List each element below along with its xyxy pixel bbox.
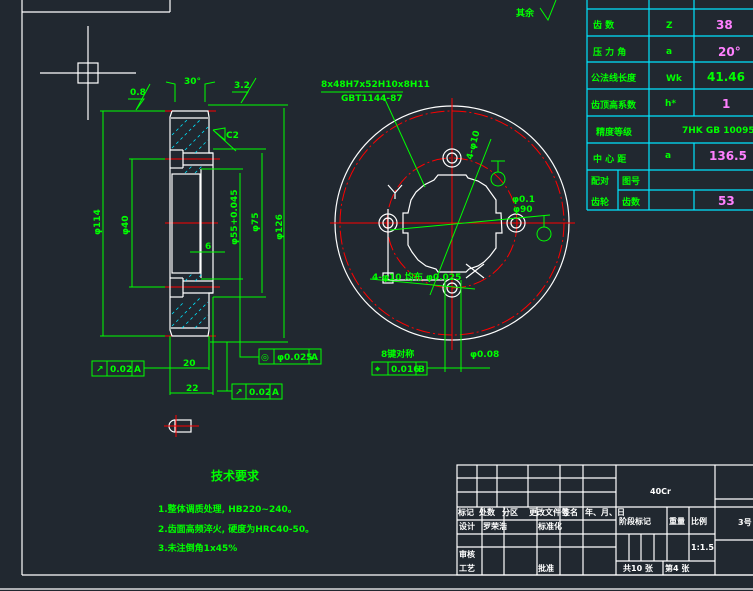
label-params_table-rows-3-name: 齿顶高系数 [591,99,637,111]
roughness-0-8: 0.8 [130,88,146,98]
label-side_view-tol3-datum: A [311,353,318,363]
label-side_view-tol2-symbol: ↗ [235,388,243,398]
label-title_block-approve: 批准 [538,563,554,573]
label-title_block-sheets_total: 共10 张 [623,563,654,573]
holes-label: 4-φ10 [465,130,482,161]
dim-chamfer-c2: C2 [226,131,239,141]
label-params_table-rows-1-value: 20° [718,45,741,59]
label-tech_req-items-0: 1.整体调质处理, HB220~240。 [158,503,297,515]
label-tech_req-items-1: 2.齿面高频淬火, 硬度为HRC40-50。 [158,523,314,535]
dim-d126: φ126 [275,214,285,240]
label-front_view-tol-symbol: ⌖ [374,365,381,375]
label-params_table-rows-1-name: 压 力 角 [593,46,626,58]
key-symmetric-label: 8键对称 [381,348,414,360]
label-title_block-headers-1: 处数 [478,507,496,517]
drawing-title: 3号 [738,518,752,527]
label-tech_req-items-2: 3.未注倒角1x45% [158,542,237,554]
concentricity-tolerance-frame: ◎ φ0.025 A [239,275,322,365]
label-title_block-sheet_no: 第4 张 [665,563,690,573]
dim-d55: φ55+0.045 [230,189,240,245]
dim-width-22: 22 [186,384,199,394]
roughness-3-2: 3.2 [234,81,250,91]
label-params_table-pair_teeth: 53 [718,194,735,208]
label-side_view-tol3-value: φ0.025 [277,353,313,363]
label-params_table-rows-5-name: 中 心 距 [593,153,626,165]
label-params_table-rows-1-symbol: a [666,47,672,57]
scale-value: 1:1.5 [691,543,714,552]
label-params_table-rows-4-value: 7HK GB 10095- [682,126,753,136]
technical-requirements: 技术要求 1.整体调质处理, HB220~240。 2.齿面高频淬火, 硬度为H… [158,468,314,554]
label-title_block-design: 设计 [459,521,475,531]
dim-keyway-6: 6 [205,242,211,252]
label-surface_finish-rest_label: 其余 [516,7,535,19]
label-params_table-rows-4-name: 精度等级 [596,126,633,138]
gear-parameter-table: 齿 数 Z 38 压 力 角 a 20° 公法线长度 Wk 41.46 齿顶高系… [586,0,753,211]
label-title_block-weight: 重量 [669,516,685,526]
pitch-circle-dia: φ90 [513,205,533,215]
title-block: 40Cr 3号 标记 处数 分区 更改文件号 签名 年、月、日 设计 罗荣浩 标… [456,464,753,576]
runout-tolerance-frame-2: ↗ 0.02 A [217,342,283,400]
flatness-value: φ0.08 [470,350,499,360]
dim-d40: φ40 [121,215,131,235]
label-side_view-tol1-symbol: ↗ [96,365,104,375]
label-side_view-tol2-value: 0.02 [249,388,271,398]
label-title_block-designer: 罗荣浩 [483,521,507,531]
runout-tolerance-frame-1: ↗ 0.02 A [91,360,170,377]
spline-standard: GBT1144-87 [341,94,403,104]
label-side_view-tol1-value: 0.02 [110,365,132,375]
material: 40Cr [650,487,671,496]
label-params_table-pair_label2: 齿轮 [591,196,609,208]
label-params_table-rows-2-value: 41.46 [707,70,745,84]
tech-req-title: 技术要求 [211,468,260,483]
label-params_table-drawing_no: 图号 [622,176,640,187]
label-front_view-tol-datum: B [418,365,425,375]
label-title_block-headers-0: 标记 [457,507,474,517]
label-title_block-headers-2: 分区 [502,507,518,517]
label-title_block-stage: 阶段标记 [619,516,651,526]
label-params_table-rows-2-symbol: Wk [666,74,683,84]
label-front_view-tol-value: 0.016 [391,365,419,375]
label-title_block-standard: 标准化 [537,521,562,531]
gear-front-view: 8x48H7x52H10x8H11 GBT1144-87 4-φ10 φ0.1 … [321,80,575,376]
label-params_table-rows-5-value: 136.5 [709,149,747,163]
label-surface_finish-chamfer_angle: 30° [184,77,201,87]
label-params_table-rows-0-symbol: Z [666,21,673,31]
position-tolerance: φ0.1 [512,195,535,205]
label-side_view-tol1-datum: A [134,365,141,375]
label-params_table-teeth: 齿数 [622,196,641,208]
crosshair-cursor [40,26,136,120]
label-params_table-rows-2-name: 公法线长度 [591,72,637,84]
label-side_view-tol2-datum: A [272,388,279,398]
surface-finish-rest: 其余 [516,0,557,22]
label-title_block-scale_label: 比例 [691,516,707,526]
label-params_table-rows-5-symbol: a [665,151,671,161]
spline-note: 8x48H7x52H10x8H11 [321,80,430,90]
key-detail [164,415,199,437]
label-params_table-rows-0-name: 齿 数 [593,19,615,31]
dim-d75: φ75 [251,212,261,232]
dim-d114: φ114 [93,209,103,235]
bolt-note: 4-φ10 均布 φ0.025 [372,271,461,283]
label-title_block-headers-5: 年、月、日 [585,507,625,517]
position-tolerance-frame: ⌖ 0.016 B [371,361,490,376]
label-title_block-headers-4: 签名 [561,507,578,517]
label-params_table-rows-3-value: 1 [722,97,730,111]
label-params_table-rows-3-symbol: h* [665,99,676,109]
label-params_table-rows-0-value: 38 [716,18,733,32]
gear-section-view: φ114 φ40 φ75 φ126 φ55+0.045 6 C2 20 22 3… [91,77,322,400]
label-title_block-headers-3: 更改文件号 [529,507,569,517]
label-params_table-pair_label: 配对 [591,175,609,187]
label-side_view-tol3-symbol: ◎ [261,353,269,363]
label-title_block-review: 审核 [459,549,475,559]
dim-width-20: 20 [183,359,196,369]
label-title_block-process: 工艺 [459,563,475,573]
